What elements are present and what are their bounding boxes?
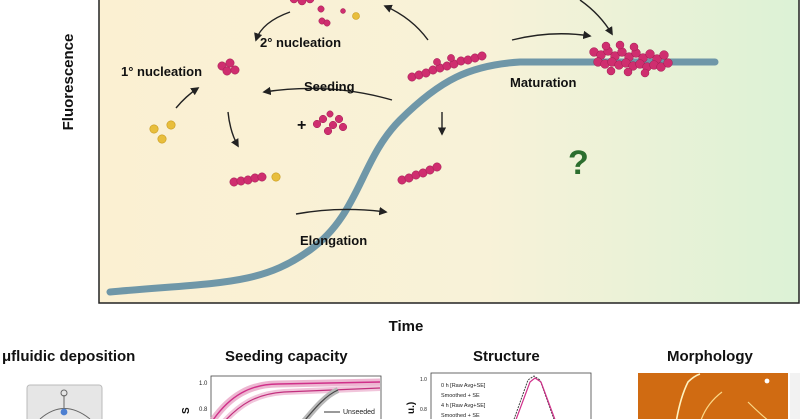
microfluidic-device-icon <box>26 384 103 419</box>
label-secondary-nucleation: 2° nucleation <box>260 35 341 50</box>
aggregation-curve <box>106 58 719 296</box>
seeding-curve-1 <box>212 381 381 419</box>
structure-peak-4h <box>515 377 556 419</box>
y-axis-label: Fluorescence <box>60 34 77 131</box>
panel-title-seeding-capacity: Seeding capacity <box>225 348 348 365</box>
diagram-panel <box>98 0 800 304</box>
label-primary-nucleation: 1° nucleation <box>121 64 202 79</box>
seeding-capacity-plot: 1.0 0.8 S Unseeded <box>181 375 382 419</box>
structure-legend-1: 0 h [Raw Avg+SE] <box>441 383 486 389</box>
seeding-curve-unseeded <box>305 389 339 419</box>
question-mark: ? <box>568 144 589 182</box>
monomers <box>149 12 360 182</box>
panel-title-morphology: Morphology <box>667 348 753 365</box>
fibril-particles <box>217 0 673 187</box>
structure-legend-2: Smoothed + SE <box>441 393 480 399</box>
seeding-legend-unseeded: Unseeded <box>343 409 375 416</box>
arrow-to-maturation <box>511 30 592 41</box>
seeding-curve-2 <box>225 387 381 419</box>
arrow-nucleus-to-elongation <box>227 111 239 148</box>
panel-title-structure: Structure <box>473 348 540 365</box>
structure-axis-fragment: u.) <box>406 402 417 414</box>
structure-legend-4: Smoothed + SE <box>441 413 480 419</box>
seeding-tick-2: 0.8 <box>199 407 208 413</box>
arrow-to-2nd-nucleation <box>383 4 429 41</box>
cycle-arrows <box>175 0 613 216</box>
label-elongation: Elongation <box>300 233 367 248</box>
label-seeding: Seeding <box>304 79 355 94</box>
seeding-axis-fragment: S <box>181 407 192 414</box>
seeding-tick-1: 1.0 <box>199 381 208 387</box>
arrow-seeding <box>262 86 393 101</box>
label-maturation: Maturation <box>510 75 577 90</box>
panel-title-microfluidic: μfluidic deposition <box>2 348 136 365</box>
arrow-maturation-top <box>579 0 613 36</box>
arrow-elongation <box>295 206 388 216</box>
arrow-monomer-to-nucleus <box>175 87 200 109</box>
x-axis-label: Time <box>389 318 424 335</box>
structure-tick-2: 0.8 <box>420 407 427 413</box>
afm-image <box>638 373 800 419</box>
arrow-nucleation-loop <box>254 11 291 42</box>
label-seeding-plus: + <box>297 117 306 134</box>
structure-plot: 1.0 0.8 u.) 0 h [Raw Avg+SE] Smoothed + … <box>406 372 592 419</box>
structure-legend-3: 4 h [Raw Avg+SE] <box>441 403 486 409</box>
structure-tick-1: 1.0 <box>420 377 427 383</box>
